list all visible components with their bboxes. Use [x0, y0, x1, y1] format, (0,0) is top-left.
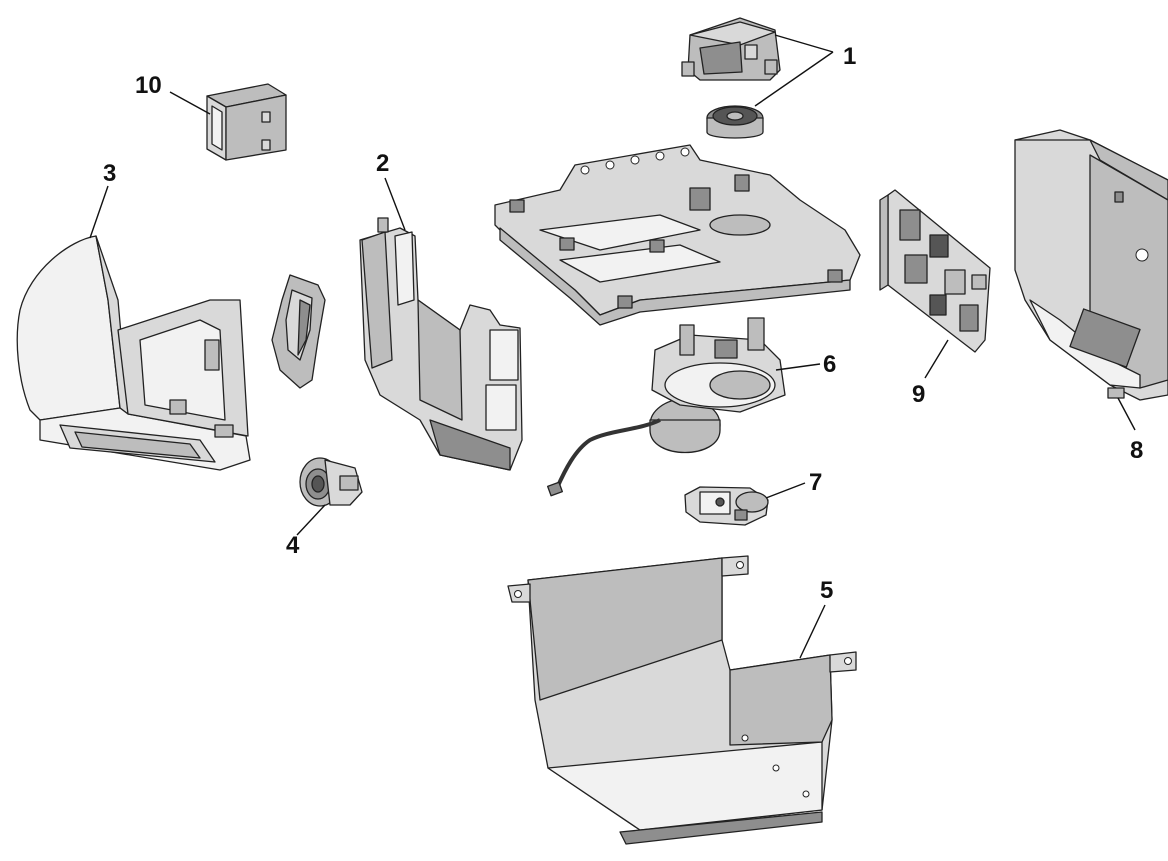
part-10-module — [206, 83, 287, 161]
leader-lines — [89, 34, 1136, 659]
part-6-motor — [547, 317, 786, 497]
callout-labels: 1 2 3 4 5 6 7 8 9 10 — [103, 43, 1143, 604]
leader-3 — [89, 185, 109, 239]
callout-5: 5 — [820, 577, 833, 604]
callout-1: 1 — [843, 43, 856, 70]
callout-3: 3 — [103, 160, 116, 187]
part-2-side-panel — [359, 217, 523, 471]
leader-1a — [774, 34, 834, 53]
leader-1b — [754, 51, 834, 107]
part-4-light-socket — [299, 457, 363, 507]
part-1-gear-assembly — [681, 17, 781, 139]
part-5-bottom-cover — [507, 555, 857, 845]
callout-4: 4 — [286, 532, 300, 559]
callout-8: 8 — [1130, 437, 1143, 464]
callout-7: 7 — [809, 469, 822, 496]
leader-6 — [775, 363, 821, 371]
callout-10: 10 — [135, 72, 162, 99]
part-chassis-plate — [494, 144, 861, 326]
part-8-end-cover — [1014, 129, 1168, 401]
leader-2 — [384, 177, 406, 231]
leader-7 — [765, 482, 806, 499]
leader-5 — [799, 604, 826, 659]
part-7-switch — [684, 486, 769, 526]
part-9-circuit-board — [879, 189, 991, 353]
callout-9: 9 — [912, 381, 925, 408]
part-3-light-cover — [16, 235, 251, 471]
callout-6: 6 — [823, 351, 836, 378]
leader-9 — [924, 339, 949, 379]
part-bracket — [271, 274, 326, 389]
leader-10 — [169, 91, 211, 115]
leader-8 — [1117, 397, 1136, 431]
callout-2: 2 — [376, 150, 389, 177]
leader-4 — [296, 504, 326, 536]
